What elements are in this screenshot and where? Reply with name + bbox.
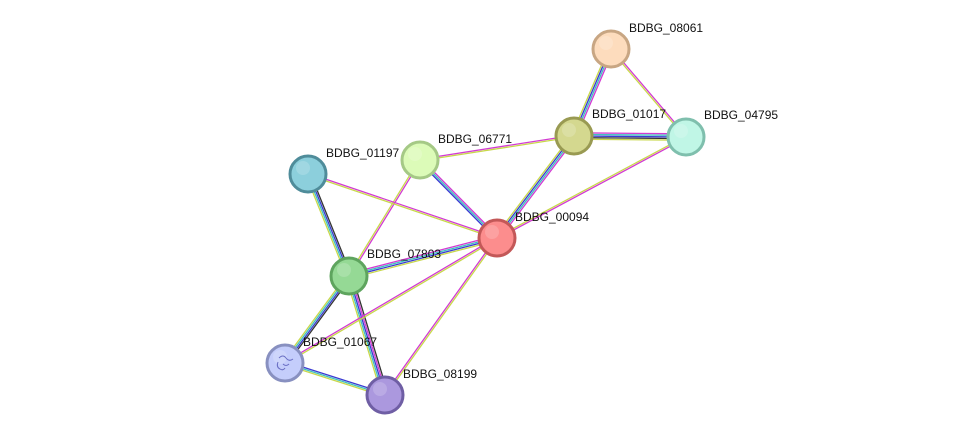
node-label: BDBG_00094	[515, 210, 589, 224]
node-highlight	[599, 36, 613, 50]
edge-evidence-line	[497, 136, 576, 239]
edge-evidence-line	[347, 159, 420, 276]
edge-evidence-line	[349, 160, 422, 277]
node-highlight	[337, 263, 351, 277]
node-label: BDBG_08199	[403, 367, 477, 381]
edge-evidence-line	[349, 275, 388, 395]
edge-evidence-line	[419, 134, 574, 160]
node-circle[interactable]	[666, 117, 706, 157]
node-circle[interactable]	[365, 375, 405, 415]
edge-evidence-line	[348, 275, 386, 396]
node-highlight	[408, 147, 422, 161]
node-highlight	[485, 225, 499, 239]
node-bdbg-06771[interactable]: BDBG_06771	[400, 132, 512, 180]
node-bdbg-08061[interactable]: BDBG_08061	[591, 21, 703, 69]
edge-evidence-line	[348, 235, 497, 275]
node-label: BDBG_01197	[326, 146, 399, 160]
edge-evidence-line	[349, 239, 498, 279]
node-bdbg-04795[interactable]: BDBG_04795	[666, 108, 778, 157]
node-highlight	[373, 382, 387, 396]
node-circle[interactable]	[477, 218, 517, 258]
edge-n07803-n08199[interactable]	[345, 274, 389, 397]
node-bdbg-08199[interactable]: BDBG_08199	[365, 367, 477, 415]
edge-evidence-line	[348, 236, 497, 276]
edge-evidence-line	[345, 276, 383, 397]
edge-evidence-line	[383, 237, 497, 395]
edge-evidence-line	[420, 136, 575, 162]
edge-n01017-n00094[interactable]	[494, 134, 577, 240]
edge-evidence-line	[351, 274, 389, 395]
node-highlight	[562, 123, 576, 137]
node-circle[interactable]	[265, 343, 305, 383]
node-circle[interactable]	[554, 116, 594, 156]
edge-n06771-n07803[interactable]	[347, 159, 422, 277]
edge-evidence-line	[497, 137, 687, 240]
node-label: BDBG_04795	[704, 108, 778, 122]
node-bdbg-01197[interactable]: BDBG_01197	[288, 146, 399, 194]
node-circle[interactable]	[329, 256, 369, 296]
edge-evidence-line	[284, 236, 497, 363]
node-circle[interactable]	[400, 140, 440, 180]
edge-evidence-line	[495, 135, 574, 238]
node-circle[interactable]	[591, 29, 631, 69]
edge-evidence-line	[285, 238, 498, 365]
edge-n01197-n00094[interactable]	[307, 172, 498, 240]
node-highlight	[296, 161, 310, 175]
node-highlight	[674, 124, 688, 138]
node-bdbg-00094[interactable]: BDBG_00094	[477, 210, 589, 258]
protein-structure-icon	[276, 355, 294, 371]
edge-n01067-n00094[interactable]	[284, 236, 498, 365]
node-bdbg-07803[interactable]: BDBG_07803	[329, 247, 441, 296]
edge-n07803-n00094[interactable]	[348, 235, 498, 279]
edge-evidence-line	[496, 135, 686, 238]
edge-n04795-n00094[interactable]	[496, 135, 687, 240]
node-label: BDBG_01067	[303, 335, 377, 349]
edge-n08199-n00094[interactable]	[383, 237, 499, 396]
edge-n06771-n01017[interactable]	[419, 134, 575, 162]
edge-evidence-line	[307, 174, 497, 240]
node-bdbg-01017[interactable]: BDBG_01017	[554, 107, 666, 156]
edge-evidence-line	[494, 134, 573, 237]
edge-evidence-line	[308, 172, 498, 238]
node-label: BDBG_07803	[367, 247, 441, 261]
node-label: BDBG_01017	[592, 107, 666, 121]
node-label: BDBG_06771	[438, 132, 512, 146]
node-label: BDBG_08061	[629, 21, 703, 35]
edge-evidence-line	[349, 238, 498, 278]
edge-evidence-line	[385, 238, 499, 396]
node-bdbg-01067[interactable]: BDBG_01067	[265, 335, 377, 383]
edge-evidence-line	[346, 276, 385, 396]
edge-evidence-line	[498, 137, 577, 240]
node-circle[interactable]	[288, 154, 328, 194]
